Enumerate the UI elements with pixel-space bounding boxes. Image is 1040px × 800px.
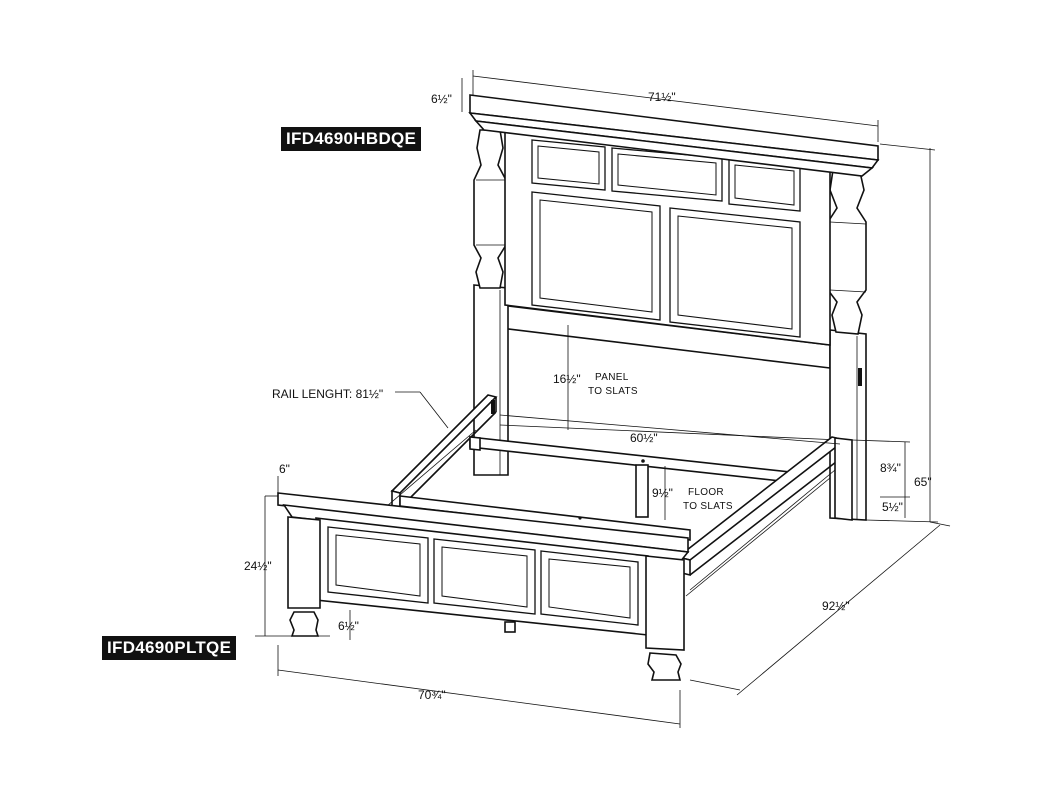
dimension-text: 6½" 71½" 65" 16½" PANEL TO SLATS RAIL LE… — [244, 90, 932, 702]
dim-footboard-height: 24½" — [244, 559, 272, 573]
dimension-lines — [255, 70, 951, 728]
side-rails — [379, 394, 853, 633]
headboard — [468, 94, 880, 521]
dim-floor-to-slats: 9½" — [652, 486, 673, 500]
dim-overall-length: 92½" — [822, 599, 850, 613]
dim-panel-to-slats: 16½" — [553, 372, 581, 386]
dim-rail-height: 8¾" — [880, 461, 901, 475]
dim-leg-clearance-head: 5½" — [882, 500, 903, 514]
headboard-model-label: IFD4690HBDQE — [281, 127, 422, 151]
footboard — [277, 492, 690, 681]
note-panel: PANEL — [595, 372, 629, 383]
dim-headboard-width: 71½" — [648, 90, 676, 104]
platform-model-label: IFD4690PLTQE — [102, 636, 237, 660]
dim-headboard-depth: 6½" — [431, 92, 452, 106]
dim-rail-length: RAIL LENGHT: 81½" — [272, 387, 383, 401]
dim-leg-height-foot: 6½" — [338, 619, 359, 633]
note-floor: FLOOR — [688, 487, 724, 498]
dim-inner-width: 60½" — [630, 431, 658, 445]
dim-footboard-width: 70¾" — [418, 688, 446, 702]
note-to-slats-2: TO SLATS — [683, 501, 733, 512]
dim-overall-height: 65" — [914, 475, 932, 489]
dim-footboard-depth: 6" — [279, 462, 290, 476]
note-to-slats-1: TO SLATS — [588, 386, 638, 397]
